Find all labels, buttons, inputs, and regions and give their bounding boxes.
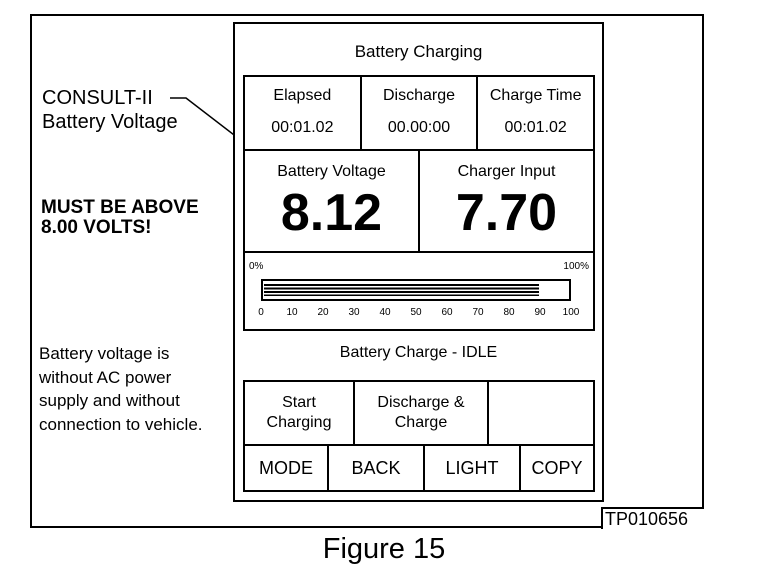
battery-voltage-reading: Battery Voltage 8.12 (245, 151, 420, 251)
progress-tick-label: 100 (562, 307, 580, 318)
button-label-line: Charging (266, 414, 332, 431)
timer-value: 00:01.02 (271, 119, 334, 136)
figure-frame (30, 14, 704, 528)
nav-buttons-row: MODE BACK LIGHT COPY (243, 444, 595, 492)
progress-tick-label: 60 (441, 307, 453, 318)
light-button[interactable]: LIGHT (425, 446, 521, 490)
note-line: without AC power (39, 367, 172, 387)
discharge-charge-button[interactable]: Discharge & Charge (355, 382, 489, 444)
progress-tick-labels: 0 10 20 30 40 50 60 70 80 90 100 (245, 307, 593, 321)
note-line: Battery voltage is (39, 344, 170, 363)
copy-button[interactable]: COPY (531, 457, 583, 478)
progress-bar-fill (264, 284, 539, 296)
progress-tick-label: 30 (348, 307, 360, 318)
readings-panel: Battery Voltage 8.12 Charger Input 7.70 (243, 149, 595, 253)
mode-button[interactable]: MODE (245, 446, 329, 490)
timer-value: 00:01.02 (504, 119, 567, 136)
timer-value: 00.00:00 (387, 119, 451, 136)
note-line: supply and without (39, 391, 180, 410)
progress-tick-label: 90 (534, 307, 546, 318)
timer-label: Discharge (382, 87, 456, 104)
figure-caption: Figure 15 (322, 533, 446, 565)
charger-input-label: Charger Input (457, 163, 556, 180)
progress-tick-label: 40 (379, 307, 391, 318)
screen-title: Battery Charging (354, 42, 483, 61)
warning-line1: MUST BE ABOVE (41, 197, 199, 218)
callout-title: CONSULT-II Battery Voltage (42, 86, 178, 134)
blank-button[interactable] (489, 382, 593, 444)
charger-input-value: 7.70 (455, 184, 558, 242)
battery-voltage-label: Battery Voltage (277, 163, 386, 180)
back-button[interactable]: BACK (329, 446, 425, 490)
device-screen: Battery Charging Elapsed 00:01.02 Discha… (233, 22, 604, 502)
progress-tick-label: 70 (472, 307, 484, 318)
progress-tick-label: 80 (503, 307, 515, 318)
progress-min-label: 0% (249, 261, 264, 272)
timer-discharge: Discharge 00.00:00 (362, 77, 479, 149)
charge-status: Battery Charge - IDLE (339, 344, 498, 361)
voltage-warning: MUST BE ABOVE 8.00 VOLTS! (41, 198, 199, 238)
callout-title-line2: Battery Voltage (42, 111, 178, 133)
figure-code: TP010656 (601, 507, 704, 529)
callout-title-line1: CONSULT-II (42, 87, 153, 109)
timer-elapsed: Elapsed 00:01.02 (245, 77, 362, 149)
charger-input-reading: Charger Input 7.70 (420, 151, 593, 251)
progress-max-label: 100% (563, 261, 589, 272)
progress-tick-label: 10 (286, 307, 298, 318)
progress-tick-label: 0 (258, 307, 264, 318)
progress-tick-label: 50 (410, 307, 422, 318)
battery-voltage-value: 8.12 (280, 184, 383, 242)
progress-tick-label: 20 (317, 307, 329, 318)
timer-label: Elapsed (273, 87, 332, 104)
progress-bar-track (261, 279, 571, 301)
button-label-line: Start (282, 394, 316, 411)
timer-charge-time: Charge Time 00:01.02 (478, 77, 593, 149)
charge-progress-panel: 0% 100% 0 10 20 30 40 50 60 70 80 90 100 (243, 251, 595, 331)
timers-panel: Elapsed 00:01.02 Discharge 00.00:00 Char… (243, 75, 595, 151)
timer-label: Charge Time (489, 87, 582, 104)
note-line: connection to vehicle. (39, 414, 203, 434)
button-label-line: Charge (394, 414, 448, 431)
button-label-line: Discharge & (377, 394, 465, 411)
callout-note: Battery voltage is without AC power supp… (39, 342, 203, 436)
warning-line2: 8.00 VOLTS! (41, 217, 152, 238)
